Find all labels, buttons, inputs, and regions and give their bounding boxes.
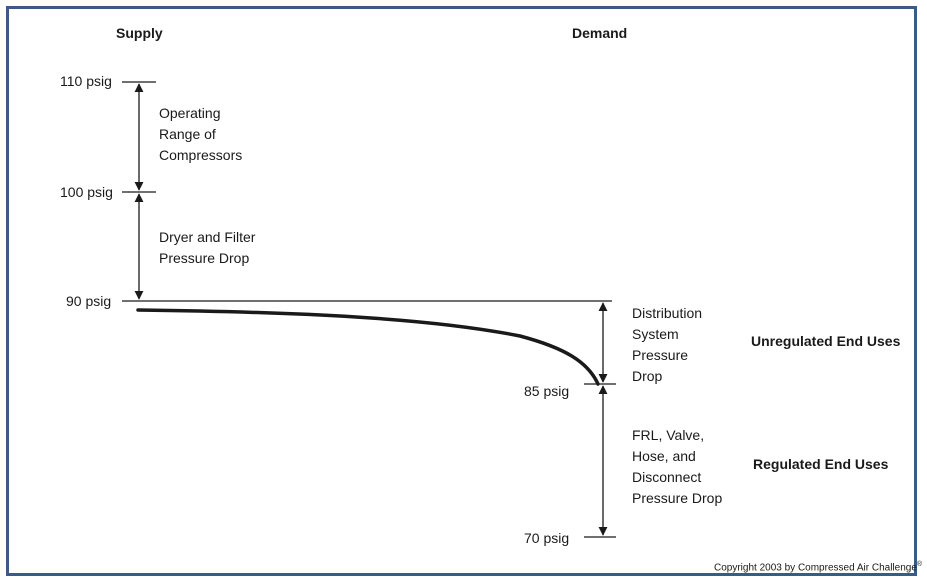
pressure-drop-curve [136,308,600,386]
supply-heading: Supply [116,25,163,41]
label-100-psig: 100 psig [60,184,113,200]
dryer-filter-label: Dryer and Filter Pressure Drop [159,229,256,266]
distribution-drop-label: Distribution System Pressure Drop [632,305,703,384]
registered-mark: ® [916,561,923,568]
label-70-psig: 70 psig [524,530,570,546]
diagram-frame [6,6,917,576]
label-85-psig: 85 psig [524,383,570,399]
frl-drop-label: FRL, Valve, Hose, and Disconnect Pressur… [632,427,723,506]
label-90-psig: 90 psig [66,293,112,309]
operating-range-label: Operating Range of Compressors [159,105,243,163]
regulated-end-uses: Regulated End Uses [753,456,889,472]
label-110-psig: 110 psig [60,73,112,89]
unregulated-end-uses: Unregulated End Uses [751,333,901,349]
demand-heading: Demand [572,25,628,41]
copyright-notice: Copyright 2003 by Compressed Air Challen… [714,561,923,574]
